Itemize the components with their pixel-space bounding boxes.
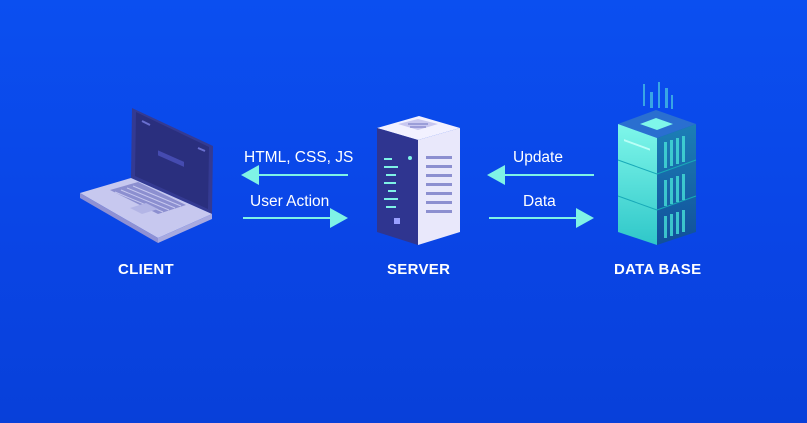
server-tower-icon (377, 116, 460, 245)
laptop-icon (80, 108, 213, 243)
edge-label-database-to-server: Update (513, 149, 563, 166)
server-label: SERVER (387, 261, 451, 278)
database-tower-icon (617, 82, 697, 245)
client-label: CLIENT (118, 261, 174, 278)
edge-label-server-to-client: HTML, CSS, JS (244, 149, 354, 166)
database-label: DATA BASE (614, 261, 702, 278)
edge-label-server-to-database: Data (523, 193, 556, 210)
edge-label-client-to-server: User Action (250, 193, 330, 210)
